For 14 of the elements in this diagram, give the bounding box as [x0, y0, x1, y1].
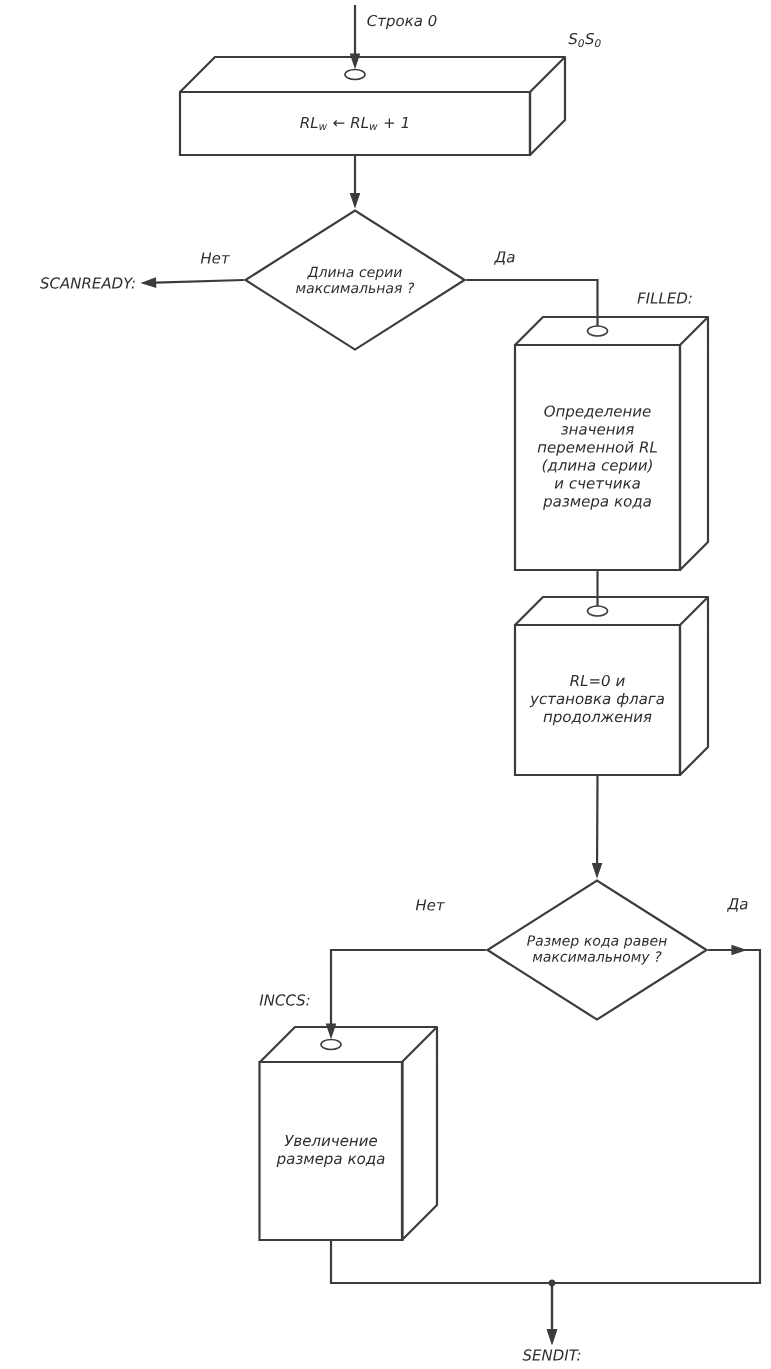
process-block: RL=0 и установка флага продолжения [513, 595, 710, 777]
block-label: S$_{0}$S$_{0}$ [568, 32, 601, 48]
edge-label: Да [492, 249, 518, 267]
block-label: INCCS: [259, 994, 310, 1006]
block-label: FILLED: [637, 292, 692, 304]
process-block: Увеличение размера кода [258, 1025, 439, 1242]
connector-label: SENDIT: [522, 1349, 581, 1361]
edge-label: Нет [413, 897, 447, 913]
process-block: RL$_{w}$ ← RL$_{w}$ + 1 [178, 55, 567, 157]
edge-label: Нет [198, 250, 232, 266]
edge-label: Да [725, 896, 751, 914]
connector-label: SCANREADY: [40, 277, 135, 289]
edge-label: Строка 0 [364, 12, 440, 32]
process-block: Определение значения переменной RL (длина серии) и счетчика размера кода [513, 315, 710, 572]
